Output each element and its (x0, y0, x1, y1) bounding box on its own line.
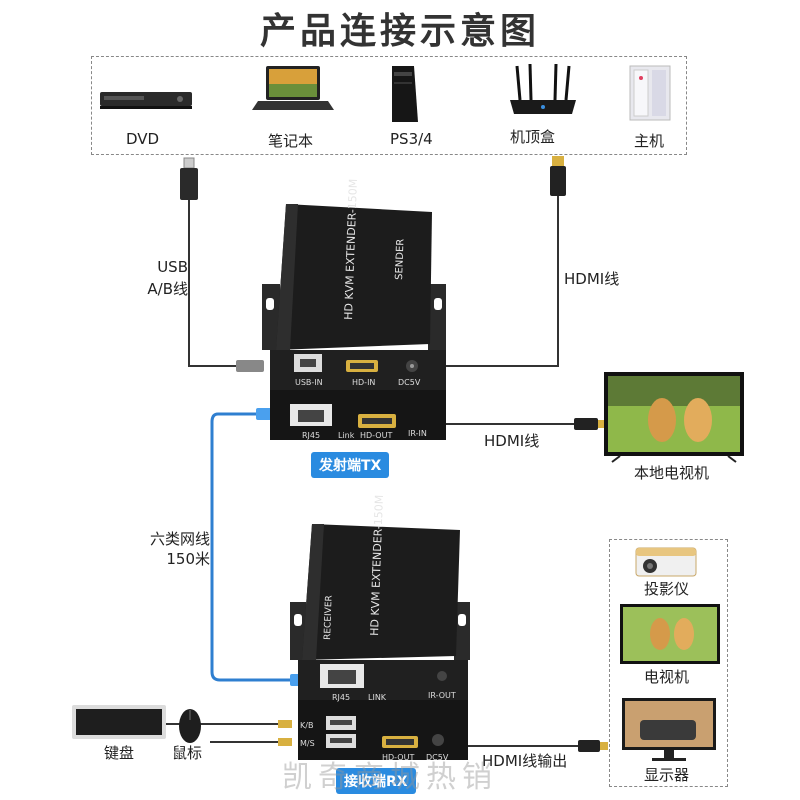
pc-tower-icon (629, 65, 671, 121)
hd-in-port (346, 360, 378, 372)
port-label-ms: M/S (300, 739, 315, 748)
hd-out-port-receiver (382, 736, 418, 748)
source-label-ps: PS3/4 (390, 130, 433, 148)
monitor-icon (622, 698, 716, 761)
port-label-dc5v: DC5V (398, 378, 421, 387)
port-label-ir-in: IR-IN (408, 429, 427, 438)
ir-out-port (437, 671, 447, 681)
usb-in-port (294, 354, 322, 372)
display-devices-box (609, 539, 728, 787)
network-cable-label-1: 六类网线 (149, 530, 210, 548)
usb-cable (180, 157, 264, 372)
usb-cable-label-1: USB (157, 258, 188, 276)
keyboard-label: 键盘 (104, 744, 135, 762)
dc5v-port (406, 360, 418, 372)
source-label-laptop: 笔记本 (268, 132, 314, 150)
local-tv-label: 本地电视机 (634, 464, 710, 482)
sender-model-text: HD KVM EXTENDER-150M (342, 179, 360, 321)
source-label-settop: 机顶盒 (510, 128, 556, 146)
page-title: 产品连接示意图 (259, 11, 540, 52)
hdmi-input-cable (428, 156, 566, 367)
dc5v-port-receiver (432, 734, 444, 746)
laptop-icon (252, 66, 334, 110)
port-label-hd-out-sender: HD-OUT (360, 431, 392, 440)
router-icon (510, 63, 576, 114)
tv-icon (620, 604, 720, 664)
port-label-link-receiver: LINK (368, 693, 387, 702)
keyboard-icon (72, 705, 166, 739)
dvd-player-icon (100, 92, 192, 109)
source-label-dvd: DVD (126, 130, 160, 148)
projector-label: 投影仪 (644, 580, 690, 598)
port-label-ir-out: IR-OUT (428, 691, 456, 700)
hdmi-local-cable-label: HDMI线 (484, 432, 540, 450)
local-tv-icon (604, 372, 744, 463)
watermark: 凯奇商城热销 (282, 760, 498, 795)
usb-cable-label-2: A/B线 (147, 280, 188, 298)
port-label-link-sender: Link (338, 431, 355, 440)
usb-ports-receiver (326, 716, 356, 748)
port-label-kb: K/B (300, 721, 313, 730)
port-label-rj45-receiver: RJ45 (332, 693, 350, 702)
rj45-port-receiver (320, 664, 364, 688)
receiver-model-text: HD KVM EXTENDER-150M (368, 495, 386, 637)
sender-tag: 发射端TX (311, 452, 390, 478)
sender-type-text: SENDER (394, 239, 406, 281)
hdmi-local-cable (432, 418, 606, 430)
port-label-hd-out-receiver: HD-OUT (382, 753, 414, 762)
hd-out-port-sender (358, 414, 396, 428)
source-label-pc: 主机 (634, 132, 665, 150)
port-label-dc5v-receiver: DC5V (426, 753, 449, 762)
port-label-rj45-sender: RJ45 (302, 431, 320, 440)
tv-label: 电视机 (644, 668, 690, 686)
port-label-hd-in: HD-IN (352, 378, 375, 387)
mouse-icon (179, 709, 201, 743)
source-devices-box (91, 56, 687, 155)
monitor-label: 显示器 (644, 766, 690, 784)
rj45-port-sender (290, 404, 332, 426)
port-label-usb-in: USB-IN (295, 378, 323, 387)
receiver-tag: 接收端RX (336, 768, 416, 794)
hdmi-output-cable-label: HDMI线输出 (482, 752, 568, 770)
game-console-icon (392, 66, 418, 122)
hdmi-input-cable-label: HDMI线 (564, 270, 620, 288)
projector-icon (635, 547, 697, 577)
mouse-label: 鼠标 (172, 744, 203, 762)
receiver-type-text: RECEIVER (323, 595, 335, 640)
network-cable-label-2: 150米 (166, 550, 210, 568)
